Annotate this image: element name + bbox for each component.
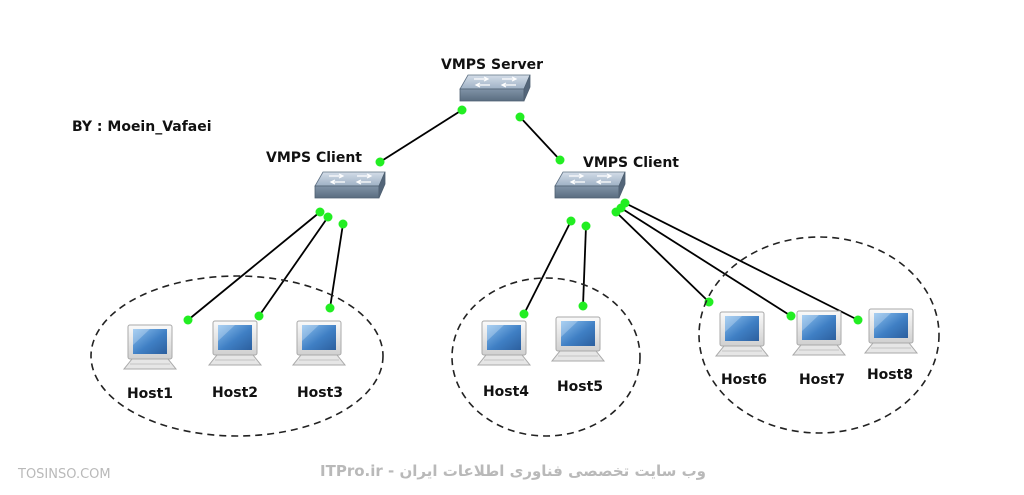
link-3: [187, 211, 321, 321]
host-group-3: [698, 236, 940, 434]
port-dot: [566, 216, 576, 226]
watermark-right: ITPro.ir - وب سایت تخصصی فناوری اطلاعات …: [320, 462, 706, 480]
host-2-label: Host2: [212, 385, 258, 401]
vmps-server-switch-label: VMPS Server: [441, 57, 543, 73]
port-dot: [515, 112, 525, 122]
link-7: [582, 225, 587, 307]
host-4-computer-icon[interactable]: [477, 320, 531, 366]
port-dot: [853, 315, 863, 325]
port-dot: [786, 311, 796, 321]
host-6-label: Host6: [721, 372, 767, 388]
port-dot: [581, 221, 591, 231]
port-dot: [323, 212, 333, 222]
vmps-server-switch[interactable]: [459, 74, 531, 102]
port-dot: [519, 309, 529, 319]
host-7-label: Host7: [799, 372, 845, 388]
host-3-label: Host3: [297, 385, 343, 401]
host-5-computer-icon[interactable]: [551, 316, 605, 362]
host-1-computer-icon[interactable]: [123, 324, 177, 370]
port-dot: [183, 315, 193, 325]
host-4-label: Host4: [483, 384, 529, 400]
host-2-computer-icon[interactable]: [208, 320, 262, 366]
port-dot: [254, 311, 264, 321]
link-10: [624, 202, 859, 321]
port-dot: [325, 303, 335, 313]
vmps-client-left-switch-label: VMPS Client: [266, 150, 362, 166]
port-dot: [457, 105, 467, 115]
vmps-client-right-switch[interactable]: [554, 171, 626, 199]
port-dot: [315, 207, 325, 217]
link-2: [519, 116, 561, 161]
host-6-computer-icon[interactable]: [715, 311, 769, 357]
host-1-label: Host1: [127, 386, 173, 402]
link-1: [379, 109, 463, 163]
port-dot: [555, 155, 565, 165]
port-dot: [704, 297, 714, 307]
host-8-computer-icon[interactable]: [864, 308, 918, 354]
link-9: [620, 207, 792, 317]
links: [183, 105, 863, 325]
link-6: [523, 220, 572, 315]
watermark-left: TOSINSO.COM: [17, 467, 111, 482]
vmps-client-right-switch-label: VMPS Client: [583, 155, 679, 171]
host-5-label: Host5: [557, 379, 603, 395]
port-dot: [375, 157, 385, 167]
port-dot: [578, 301, 588, 311]
port-dot: [620, 198, 630, 208]
vmps-client-left-switch[interactable]: [314, 171, 386, 199]
host-8-label: Host8: [867, 367, 913, 383]
host-group-1: [90, 275, 384, 437]
link-4: [258, 216, 329, 317]
port-dot: [338, 219, 348, 229]
host-3-computer-icon[interactable]: [292, 320, 346, 366]
link-8: [615, 211, 710, 303]
host-7-computer-icon[interactable]: [792, 310, 846, 356]
author-label: BY : Moein_Vafaei: [72, 119, 212, 135]
link-5: [329, 223, 344, 309]
host-group-2: [451, 277, 641, 437]
devices: [90, 74, 940, 437]
